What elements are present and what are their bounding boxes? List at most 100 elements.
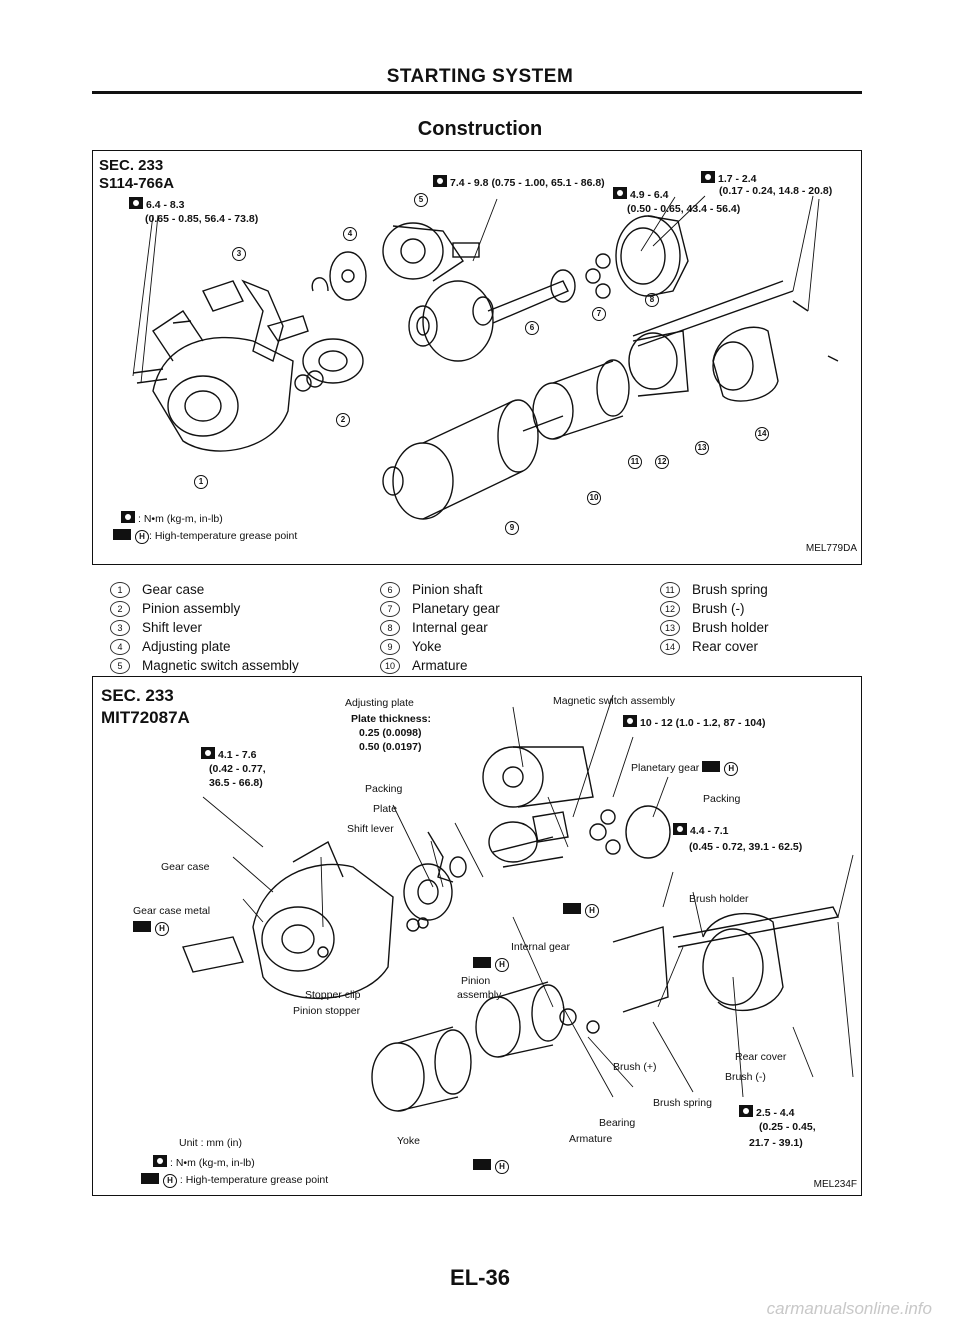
grease-icon (113, 529, 131, 540)
figure-starter-mit72087a: SEC. 233 MIT72087A (92, 676, 862, 1196)
callout-6: 6 (525, 317, 539, 335)
fig2-model-label: MIT72087A (101, 708, 190, 727)
label-bearing: Bearing (599, 1117, 636, 1129)
fig1-torque-3b: (0.50 - 0.65, 43.4 - 56.4) (627, 203, 741, 215)
callout-8: 8 (645, 289, 659, 307)
label-plate: Plate (373, 803, 397, 815)
torque-icon (623, 715, 637, 727)
grease-h-icon: H (495, 958, 509, 972)
label-pinion: Pinion (461, 975, 491, 987)
fig2-id: MEL234F (813, 1179, 857, 1190)
label-brush-spring: Brush spring (653, 1097, 712, 1109)
label-gc-torque: 4.1 - 7.6 (201, 747, 257, 761)
callout-9: 9 (505, 517, 519, 535)
torque-icon (129, 197, 143, 209)
label-pinion-assembly: assembly (457, 989, 502, 1001)
label-torque-25: 2.5 - 4.4 (739, 1105, 795, 1119)
label-stopper-clip: Stopper clip (305, 989, 361, 1001)
label-packing-2: Packing (703, 793, 741, 805)
label-magnetic-switch: Magnetic switch assembly (553, 695, 675, 707)
label-gc-torque-b: (0.42 - 0.77, (209, 763, 266, 775)
label-torque-44b: (0.45 - 0.72, 39.1 - 62.5) (689, 841, 803, 853)
fig1-torque-4: 1.7 - 2.4 (701, 171, 757, 185)
fig1-torque-1: 6.4 - 8.3 (129, 197, 185, 211)
grease-h-icon: H (163, 1174, 177, 1188)
fig1-sec-label: SEC. 233 (99, 157, 164, 174)
callout-10: 10 (587, 487, 601, 505)
page-subtitle: Construction (417, 118, 543, 140)
grease-h-icon: H (724, 762, 739, 776)
grease-icon (133, 921, 151, 932)
fig1-legend-torque: : N•m (kg-m, in-lb) (121, 511, 223, 525)
label-rear-cover: Rear cover (735, 1051, 787, 1063)
callout-14: 14 (755, 423, 769, 441)
label-brush-plus: Brush (+) (613, 1061, 657, 1073)
label-shift-lever: Shift lever (347, 823, 394, 835)
label-brush-minus: Brush (-) (725, 1071, 766, 1083)
armature-grease: H (473, 1159, 509, 1174)
torque-icon (701, 171, 715, 183)
fig1-torque-1b: (0.65 - 0.85, 56.4 - 73.8) (145, 213, 259, 225)
label-torque-44: 4.4 - 7.1 (673, 823, 729, 837)
label-armature: Armature (569, 1133, 613, 1145)
fig1-torque-4b: (0.17 - 0.24, 14.8 - 20.8) (719, 185, 833, 197)
fig2-sec-label: SEC. 233 (101, 686, 174, 705)
section-title: STARTING SYSTEM (386, 66, 574, 87)
internal-gear-grease: H (563, 903, 599, 918)
grease-icon (141, 1173, 159, 1184)
callout-13: 13 (695, 437, 709, 455)
label-torque-25b: (0.25 - 0.45, (759, 1121, 816, 1133)
label-internal-gear: Internal gear (511, 941, 570, 953)
torque-icon (201, 747, 215, 759)
torque-icon (613, 187, 627, 199)
label-brush-holder: Brush holder (689, 893, 749, 905)
title-rule (92, 91, 862, 94)
label-thickness-1: 0.25 (0.0098) (359, 727, 422, 739)
fig1-id: MEL779DA (805, 543, 857, 554)
callout-5: 5 (414, 189, 428, 207)
callout-11: 11 (628, 451, 642, 469)
label-pinion-stopper: Pinion stopper (293, 1005, 361, 1017)
fig1-model-label: S114-766A (99, 175, 175, 192)
label-plate-thickness: Plate thickness: (351, 713, 431, 725)
label-gear-case: Gear case (161, 861, 210, 873)
grease-h-icon: H (155, 922, 169, 936)
torque-icon (673, 823, 687, 835)
figure-starter-s114: SEC. 233 S114-766A 6.4 - 8.3 (0.65 - 0.8… (92, 150, 862, 565)
grease-h-icon: H (585, 904, 599, 918)
label-yoke: Yoke (397, 1135, 420, 1147)
callout-1: 1 (194, 471, 208, 489)
watermark: carmanualsonline.info (766, 1299, 932, 1318)
page-number: EL-36 (450, 1265, 510, 1290)
grease-icon (473, 957, 491, 968)
torque-icon (153, 1155, 167, 1167)
fig2-legend-grease: H : High-temperature grease point (141, 1173, 328, 1188)
gear-case-metal-grease: H (133, 921, 169, 936)
grease-icon (563, 903, 581, 914)
callout-4: 4 (343, 223, 357, 241)
callout-3: 3 (232, 243, 246, 261)
label-thickness-2: 0.50 (0.0197) (359, 741, 422, 753)
grease-h-icon: H (135, 530, 149, 544)
fig2-unit: Unit : mm (in) (179, 1137, 242, 1149)
label-gear-case-metal: Gear case metal (133, 905, 211, 917)
callout-2: 2 (336, 409, 350, 427)
pinion-grease: H (473, 957, 509, 972)
callout-12: 12 (655, 451, 669, 469)
fig1-torque-3: 4.9 - 6.4 (613, 187, 669, 201)
